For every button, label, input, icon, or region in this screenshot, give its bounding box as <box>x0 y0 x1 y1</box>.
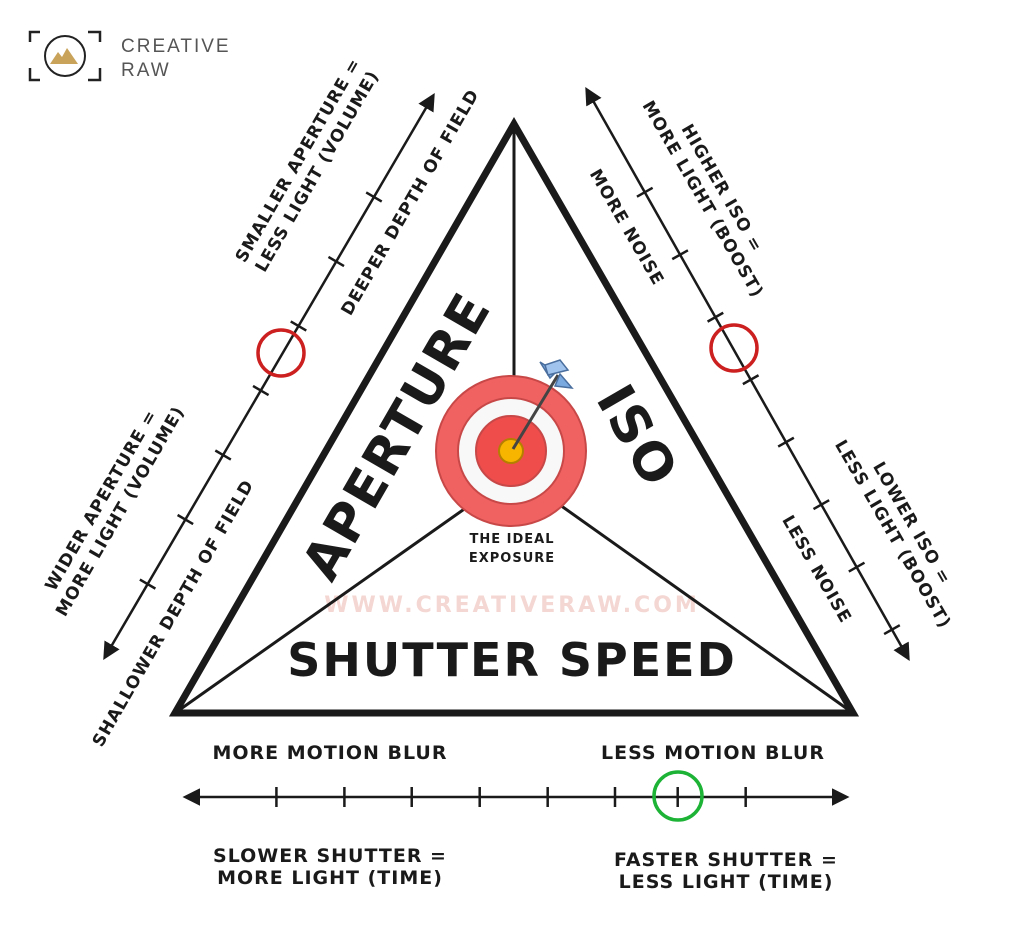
axis-tick <box>176 513 194 526</box>
ideal-exposure-line1: THE IDEAL <box>469 532 554 547</box>
axis-tick <box>706 311 724 323</box>
aperture-ticks <box>139 191 383 590</box>
axis-tick <box>139 578 157 590</box>
brand-name-line2: RAW <box>121 60 171 81</box>
aperture-marker <box>256 328 306 378</box>
iso-bottom-effect: LESS NOISE <box>777 512 855 627</box>
axis-tick <box>812 499 830 511</box>
axis-tick <box>252 384 270 397</box>
axis-tick <box>742 374 760 386</box>
shutter-right-line2: LESS LIGHT (TIME) <box>619 871 834 893</box>
shutter-speed-label: SHUTTER SPEED <box>287 633 737 687</box>
axis-tick <box>327 255 345 268</box>
axis-tick <box>365 191 383 203</box>
shutter-left-line2: MORE LIGHT (TIME) <box>217 867 443 889</box>
aperture-axis <box>103 92 435 661</box>
axis-tick <box>883 624 901 636</box>
mountain-icon <box>50 48 78 64</box>
iso-axis <box>585 86 910 662</box>
brand-name-line1: CREATIVE <box>121 36 231 57</box>
shutter-right-line1: FASTER SHUTTER = <box>614 849 838 871</box>
axis-tick <box>848 561 866 573</box>
shutter-left-effect: MORE MOTION BLUR <box>212 742 447 764</box>
iso-label: ISO <box>584 375 689 498</box>
shutter-marker <box>652 770 704 822</box>
axis-tick <box>671 249 689 261</box>
ideal-exposure-line2: EXPOSURE <box>469 551 555 566</box>
shutter-ticks <box>275 787 747 807</box>
brand-logo: CREATIVE RAW <box>28 30 231 82</box>
arrow-icon <box>511 359 574 450</box>
watermark: WWW.CREATIVERAW.COM <box>324 593 700 618</box>
shutter-axis <box>182 770 850 822</box>
target-icon <box>435 375 587 527</box>
aperture-top-line2: LESS LIGHT (VOLUME) <box>252 67 384 276</box>
iso-bottom-line2: LESS LIGHT (BOOST) <box>830 437 954 632</box>
axis-tick <box>636 186 654 198</box>
shutter-left-line1: SLOWER SHUTTER = <box>213 845 447 867</box>
aperture-top-effect: DEEPER DEPTH OF FIELD <box>338 86 484 319</box>
axis-tick <box>214 449 232 461</box>
axis-tick <box>777 436 795 448</box>
aperture-bottom-line1: WIDER APERTURE = <box>41 406 161 594</box>
aperture-top-line1: SMALLER APERTURE = <box>232 55 366 266</box>
axis-tick <box>290 320 307 332</box>
shutter-right-effect: LESS MOTION BLUR <box>601 742 825 764</box>
iso-ticks <box>636 186 901 636</box>
camera-frame-icon <box>28 30 102 82</box>
aperture-bottom-line2: MORE LIGHT (VOLUME) <box>52 403 189 620</box>
iso-marker <box>709 323 759 373</box>
